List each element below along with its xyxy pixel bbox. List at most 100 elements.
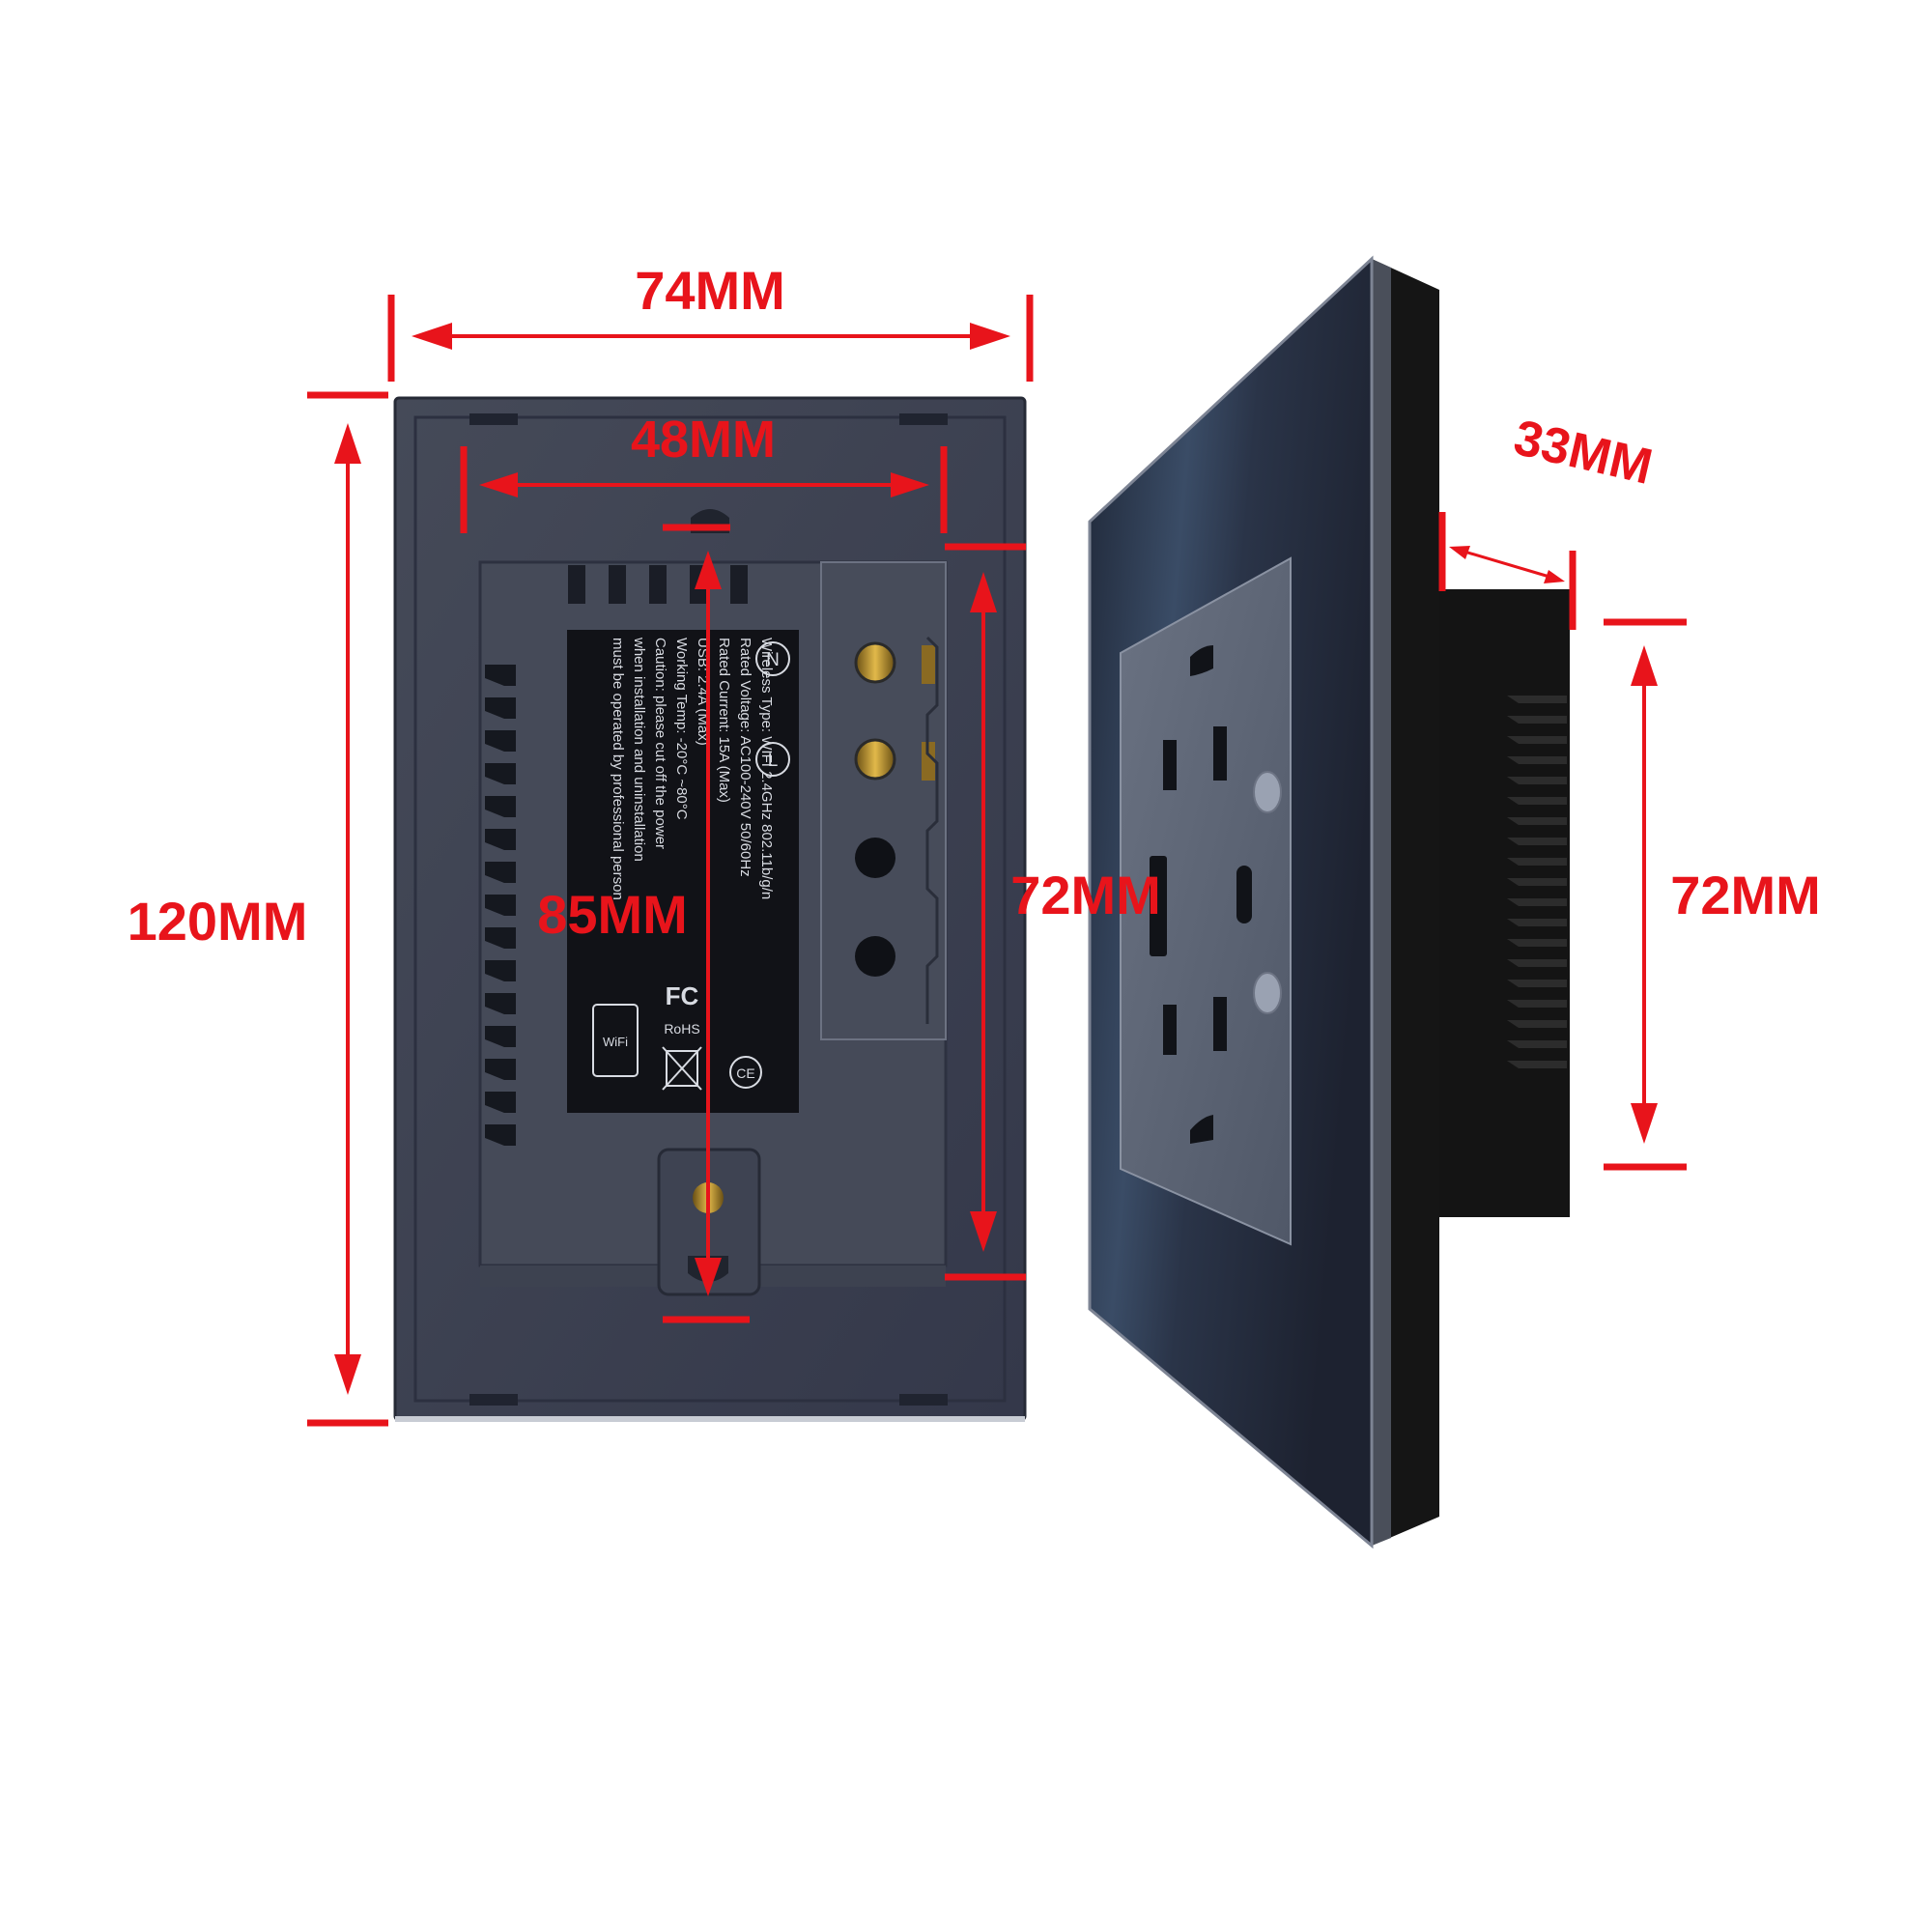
test-button <box>1253 972 1282 1014</box>
arrow-head <box>479 472 518 497</box>
label-line: Rated Current: 15A (Max) <box>716 638 732 803</box>
vent-slot <box>485 697 516 719</box>
wifi-mark-label: WiFi <box>603 1035 628 1049</box>
plate-notch <box>469 1394 518 1406</box>
front-angle-view <box>1088 255 1570 1549</box>
terminal-hole <box>855 936 895 977</box>
depth-label: 33MM <box>1509 410 1658 496</box>
arrow-head <box>970 1211 997 1252</box>
arrow-head <box>1449 546 1470 559</box>
heat-sink-fin <box>1507 939 1567 947</box>
back-view: Wireless Type: WIFI 2.4GHz 802.11b/g/n R… <box>393 396 1027 1422</box>
heat-sink-fin <box>1507 919 1567 926</box>
terminal-block <box>820 561 947 1040</box>
arrow-head <box>1631 1103 1658 1144</box>
heat-sink-fin <box>1507 878 1567 886</box>
outlet-insert <box>1120 556 1292 1246</box>
plate-bottom-edge <box>395 1416 1025 1422</box>
blade-slot <box>1213 997 1227 1051</box>
ground-hole <box>1190 645 1213 676</box>
rohs-mark: RoHS <box>664 1021 699 1037</box>
heat-sink-fin <box>1507 696 1567 703</box>
heat-sink-fin <box>1507 736 1567 744</box>
body-height-label: 72MM <box>1670 865 1821 925</box>
vent-slot <box>485 895 516 916</box>
heat-sink-fin <box>1507 756 1567 764</box>
heat-sink-fin <box>1507 838 1567 845</box>
vent-slot <box>485 796 516 817</box>
vent-slot <box>485 1124 516 1146</box>
arrow-head <box>334 1354 361 1395</box>
heat-sink-fin <box>1507 959 1567 967</box>
reset-button <box>1253 771 1282 813</box>
plate-notch <box>899 1394 948 1406</box>
heat-sink-fin <box>1507 858 1567 866</box>
vent-slot <box>485 730 516 752</box>
terminal-height-label: 72MM <box>1010 865 1161 925</box>
recycle-bin-icon <box>662 1046 702 1091</box>
label-line: Wireless Type: WIFI 2.4GHz 802.11b/g/n <box>758 638 775 899</box>
vent-slot <box>485 763 516 784</box>
arrow-head <box>1631 645 1658 686</box>
usb-a-port <box>1150 856 1167 956</box>
blade-slot <box>1213 726 1227 781</box>
blade-slot <box>1163 1005 1177 1055</box>
rear-housing <box>1439 589 1570 1217</box>
heat-sink-fin <box>1507 980 1567 987</box>
vent-slot <box>485 993 516 1014</box>
label-line: when installation and uninstallation <box>631 637 647 862</box>
inner-width-label: 48MM <box>631 411 776 469</box>
heat-sink-fin <box>1507 1061 1567 1068</box>
label-line: Caution: please cut off the power <box>652 638 668 849</box>
panel-edge-highlight <box>1372 259 1391 1546</box>
arrow-head <box>970 323 1010 350</box>
side-vent <box>485 665 516 1146</box>
label-sticker: Wireless Type: WIFI 2.4GHz 802.11b/g/n R… <box>567 630 799 1113</box>
vent-slot <box>485 927 516 949</box>
back-plate-inner-rim <box>413 415 1007 1403</box>
label-line: Rated Voltage: AC100-240V 50/60Hz <box>737 638 753 877</box>
mount-pitch-label: 85MM <box>537 884 688 945</box>
ce-mark-icon: CE <box>729 1056 762 1089</box>
blade-slot <box>1163 740 1177 790</box>
line-mark-label: L <box>768 751 779 771</box>
label-line: Working Temp: -20°C ~80°C <box>673 638 690 820</box>
arrow-head <box>334 423 361 464</box>
heat-sink-fin <box>1507 1000 1567 1008</box>
vent-slot <box>485 960 516 981</box>
arrow-head <box>695 1258 722 1296</box>
overall-height-label: 120MM <box>128 891 308 952</box>
vent-slot <box>485 665 516 686</box>
heat-sink-fin <box>1507 797 1567 805</box>
heat-sink-fin <box>1507 777 1567 784</box>
neutral-mark-label: N <box>766 650 780 670</box>
plate-notch <box>899 413 948 425</box>
heat-sink-fin <box>1507 898 1567 906</box>
neutral-terminal-screw <box>854 641 896 684</box>
label-line: must be operated by professional person <box>610 638 626 900</box>
ce-mark-label: CE <box>736 1065 754 1081</box>
vent-slot <box>485 1092 516 1113</box>
vent-slot <box>485 862 516 883</box>
dimension-annotations <box>307 295 1687 1427</box>
arrow-head <box>891 472 929 497</box>
heat-sink-fins <box>1507 696 1567 1068</box>
heat-sink-fin <box>1507 1020 1567 1028</box>
arrow-head <box>1544 570 1565 583</box>
usb-c-port <box>1236 866 1252 923</box>
line-mark <box>755 742 790 777</box>
arrow-head <box>970 572 997 612</box>
heat-sink-fin <box>1507 817 1567 825</box>
heat-sink-fin <box>1507 716 1567 724</box>
overall-width-label: 74MM <box>635 260 785 321</box>
terminal-hole <box>855 838 895 878</box>
fcc-mark: FC <box>666 981 699 1010</box>
heat-sink-fin <box>1507 1040 1567 1048</box>
arrow-head <box>695 551 722 589</box>
wifi-icon: WiFi <box>592 1004 639 1077</box>
vent-slot <box>485 1026 516 1047</box>
ground-hole <box>1190 1115 1213 1144</box>
neutral-mark <box>755 641 790 676</box>
vent-slot <box>485 829 516 850</box>
